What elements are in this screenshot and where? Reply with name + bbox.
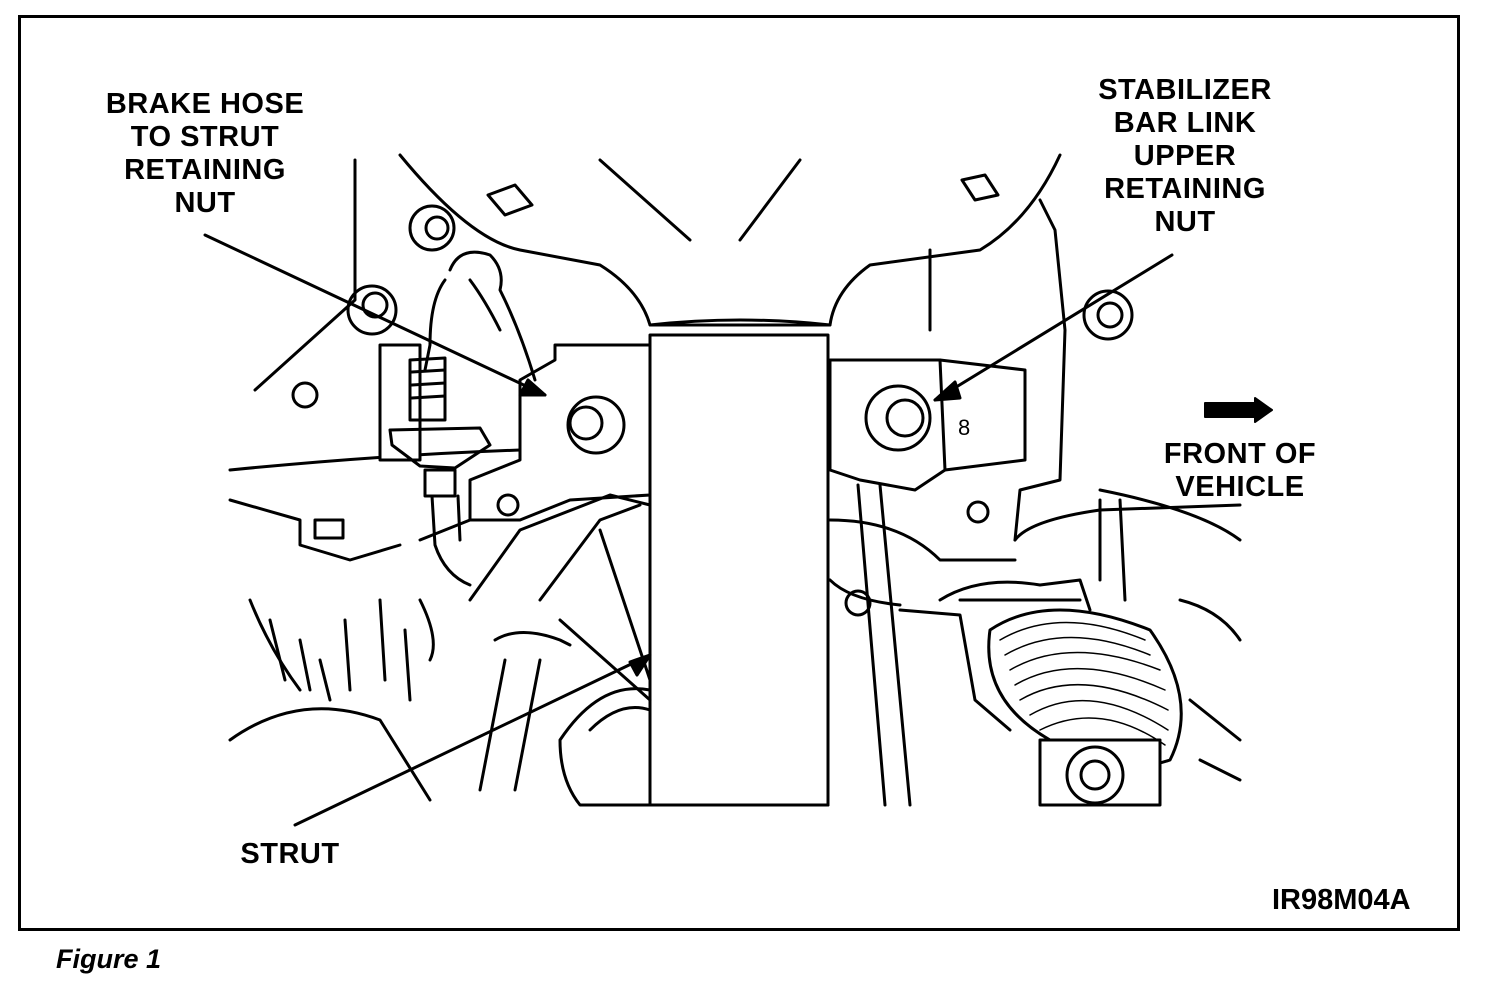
callout-line: NUT — [174, 187, 236, 219]
callout-line: STRUT — [240, 838, 340, 870]
brake-hose-nut-callout: BRAKE HOSE TO STRUT RETAINING NUT — [80, 88, 330, 220]
callout-line: UPPER — [1133, 140, 1237, 172]
stabilizer-nut-callout: STABILIZER BAR LINK UPPER RETAINING NUT — [1070, 74, 1300, 239]
callout-line: RETAINING — [124, 154, 286, 186]
figure-caption: Figure 1 — [56, 944, 162, 974]
figure-code: IR98M04A — [1272, 884, 1411, 916]
callout-line: TO STRUT — [130, 121, 280, 153]
svg-text:8: 8 — [958, 415, 970, 440]
callout-line: VEHICLE — [1175, 471, 1305, 503]
front-of-vehicle-callout: FRONT OF VEHICLE — [1140, 438, 1340, 504]
strut-callout: STRUT — [230, 838, 350, 871]
callout-line: RETAINING — [1104, 173, 1266, 205]
callout-line: FRONT OF — [1163, 438, 1317, 470]
callout-line: STABILIZER — [1098, 74, 1272, 106]
callout-line: BAR LINK — [1113, 107, 1257, 139]
figure-frame — [18, 15, 1460, 931]
callout-line: BRAKE HOSE — [105, 88, 305, 120]
callout-line: NUT — [1154, 206, 1216, 238]
